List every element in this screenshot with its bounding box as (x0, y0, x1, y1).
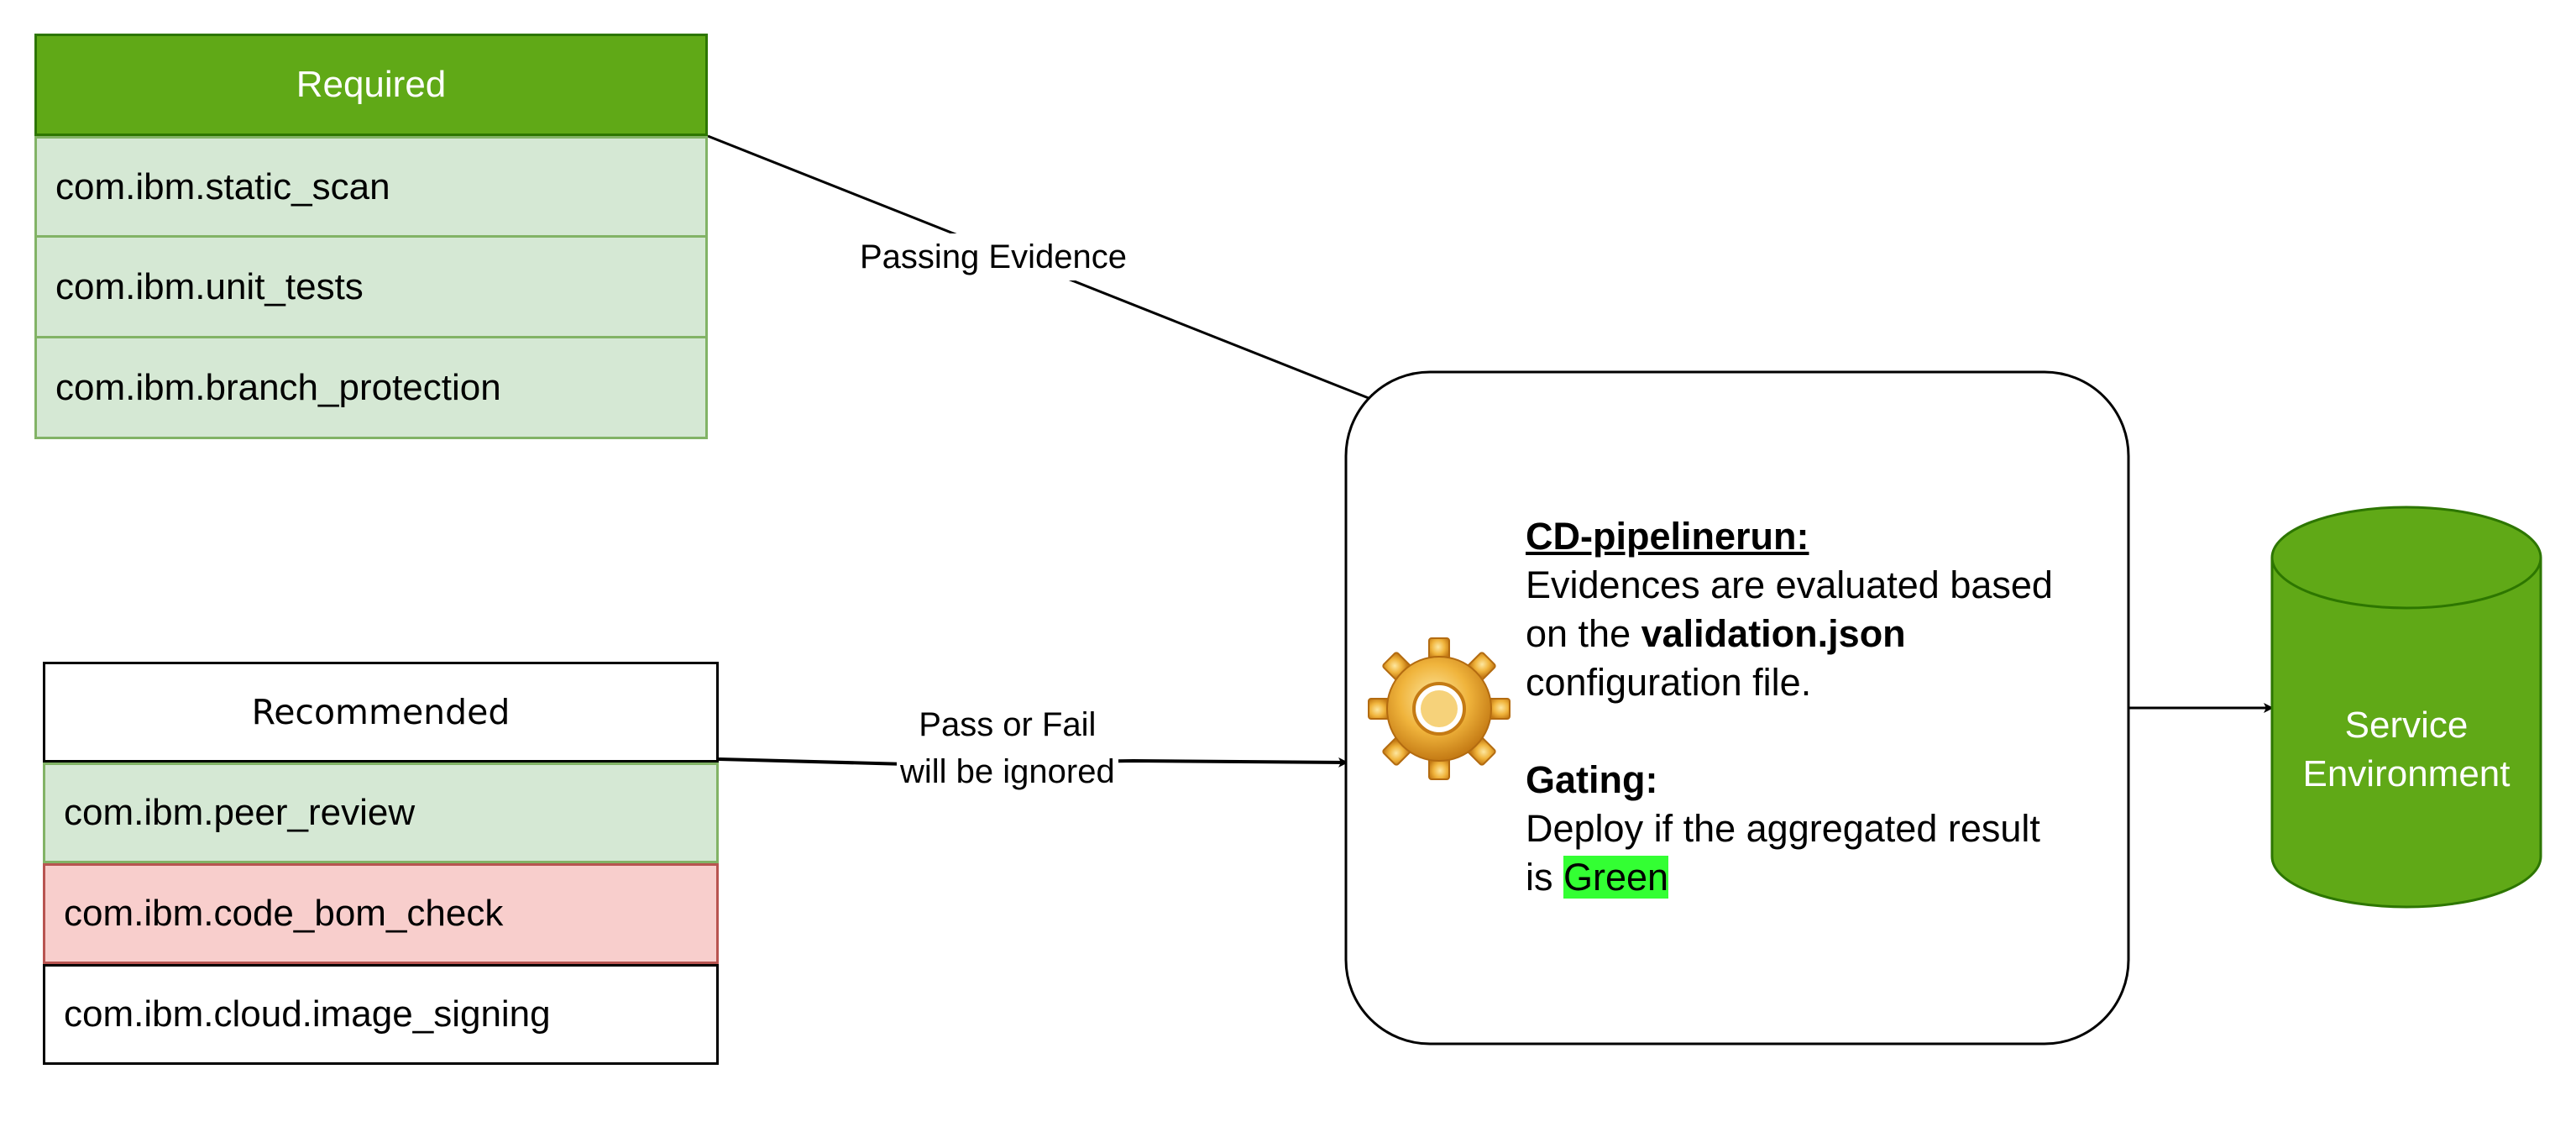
required-item-label: com.ibm.static_scan (55, 165, 390, 207)
service-environment-shape (2270, 506, 2542, 909)
pipeline-desc-line2-pre: on the (1526, 612, 1641, 655)
pipeline-desc-line1: Evidences are evaluated based (1526, 563, 2053, 606)
gear-icon (1368, 637, 1511, 780)
pipeline-node-text: CD-pipelinerun: Evidences are evaluated … (1526, 512, 2053, 902)
recommended-item-peer-review: com.ibm.peer_review (43, 763, 719, 863)
required-item-label: com.ibm.branch_protection (55, 366, 501, 408)
recommended-item-label: com.ibm.cloud.image_signing (64, 993, 551, 1035)
ignored-evidence-line1: Pass or Fail (919, 706, 1097, 743)
gating-line1: Deploy if the aggregated result (1526, 807, 2040, 850)
ignored-evidence-line2: will be ignored (900, 753, 1115, 790)
recommended-item-image-signing: com.ibm.cloud.image_signing (43, 964, 719, 1065)
recommended-table-header: Recommended (43, 662, 719, 763)
recommended-item-code-bom-check: com.ibm.code_bom_check (43, 863, 719, 964)
passing-evidence-label: Passing Evidence (855, 233, 1132, 280)
service-environment-label: Service Environment (2272, 701, 2541, 799)
service-line1: Service (2344, 705, 2469, 746)
required-table-header-label: Required (296, 64, 447, 105)
required-item-static-scan: com.ibm.static_scan (34, 136, 708, 238)
recommended-table-header-label: Recommended (251, 692, 510, 732)
required-table-header: Required (34, 34, 708, 136)
required-item-unit-tests: com.ibm.unit_tests (34, 238, 708, 338)
pipeline-node-shape (1344, 370, 2130, 1046)
service-line2: Environment (2302, 753, 2511, 794)
recommended-item-label: com.ibm.peer_review (64, 792, 416, 833)
gating-title: Gating: (1526, 758, 1658, 801)
ignored-evidence-label: Pass or Fail will be ignored (897, 701, 1118, 795)
validation-json-filename: validation.json (1641, 612, 1906, 655)
pipeline-title: CD-pipelinerun: (1526, 515, 1809, 558)
gating-line2-pre: is (1526, 856, 1563, 899)
recommended-item-label: com.ibm.code_bom_check (64, 893, 504, 934)
pipeline-desc-line3: configuration file. (1526, 661, 1812, 704)
required-item-branch-protection: com.ibm.branch_protection (34, 338, 708, 439)
green-status-highlight: Green (1563, 856, 1669, 899)
required-item-label: com.ibm.unit_tests (55, 265, 364, 307)
passing-evidence-text: Passing Evidence (860, 238, 1127, 275)
